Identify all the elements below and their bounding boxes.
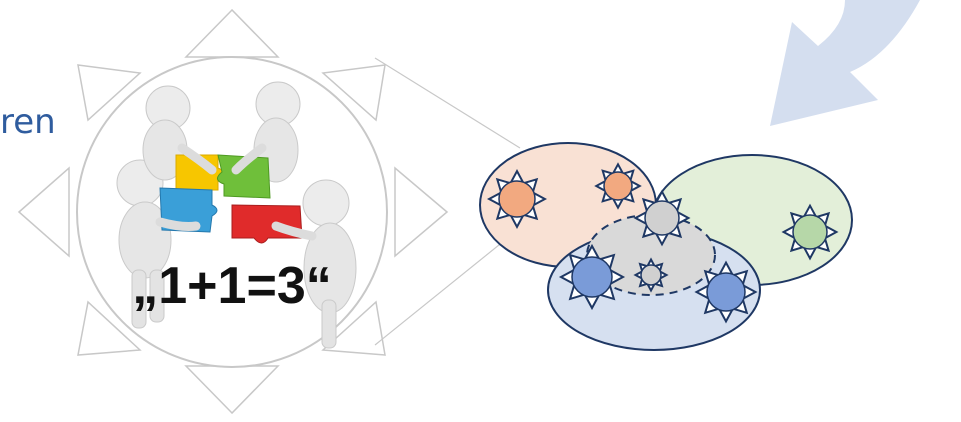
teamwork-puzzle-image — [116, 81, 357, 349]
sun-ray-triangle-icon — [77, 64, 142, 122]
star-node-icon — [594, 162, 642, 210]
sun-ray-triangle-icon — [184, 8, 280, 58]
star-node-icon — [558, 243, 626, 311]
formula-label: „1+1=3“ — [132, 257, 332, 315]
partial-heading-text: ren — [0, 102, 56, 142]
star-node-icon — [633, 189, 691, 247]
star-node-icon — [486, 168, 548, 230]
zoom-line-top — [374, 57, 521, 149]
sun-ray-triangle-icon — [77, 300, 142, 356]
star-nodes — [486, 162, 839, 324]
sun-ray-triangle-icon — [321, 300, 386, 356]
sun-ray-triangle-icon — [17, 166, 70, 258]
sun-ray-triangle-icon — [321, 64, 386, 122]
zoom-line-bottom — [374, 227, 521, 346]
star-node-icon — [781, 203, 839, 261]
star-node-icon — [694, 260, 758, 324]
sun-ray-triangle-icon — [184, 365, 280, 415]
sun-ray-triangle-icon — [394, 166, 449, 258]
sun-rays — [17, 8, 449, 415]
curved-arrow-icon — [770, 0, 920, 126]
star-node-icon — [633, 257, 669, 293]
